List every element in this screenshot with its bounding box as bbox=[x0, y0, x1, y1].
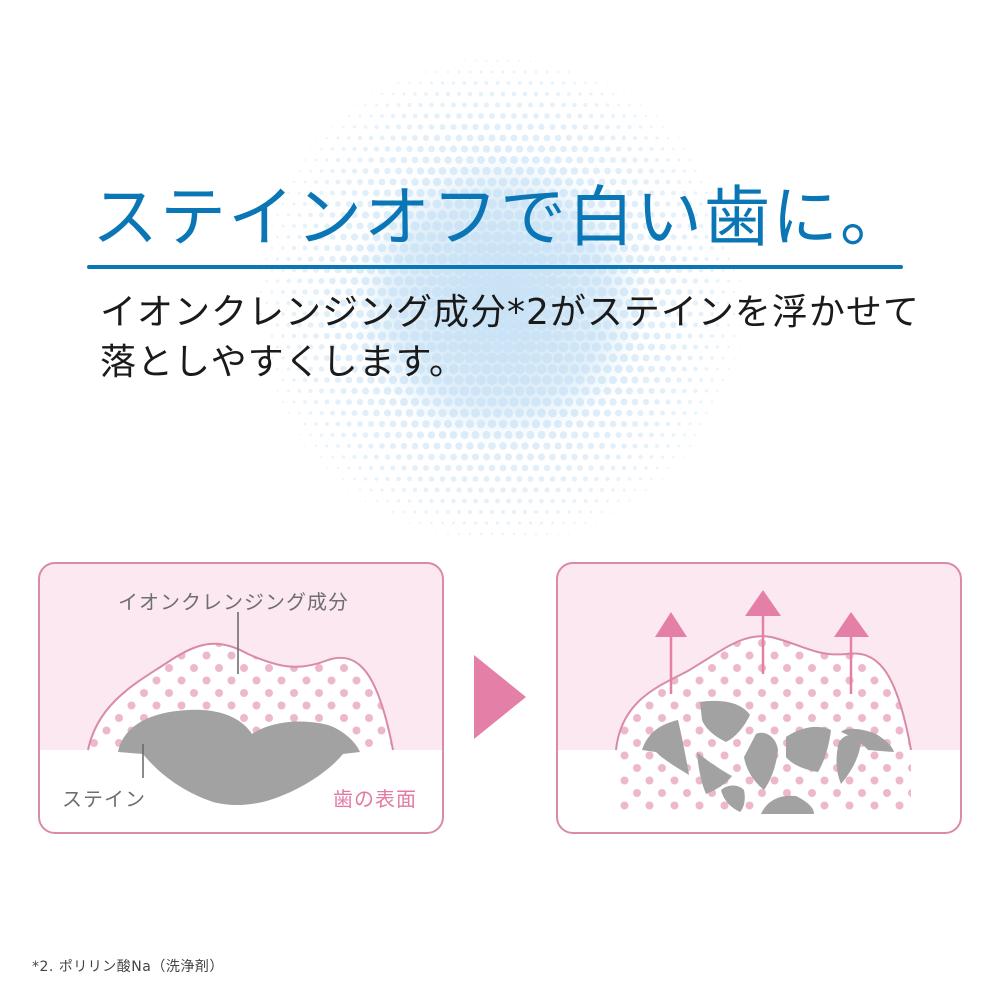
label-stain: ステイン bbox=[62, 787, 146, 811]
description-line-2: 落としやすくします。 bbox=[100, 342, 467, 383]
stain-fragments bbox=[642, 700, 894, 814]
headline-underline bbox=[87, 265, 903, 269]
halftone-background bbox=[254, 60, 746, 546]
lift-arrows bbox=[655, 590, 869, 694]
description-line-1: イオンクレンジング成分*2がステインを浮かせて bbox=[100, 292, 920, 333]
stain-shape bbox=[118, 709, 360, 805]
diagram-before-panel bbox=[38, 562, 444, 834]
diagram-after-panel bbox=[556, 562, 962, 834]
headline: ステインオフで白い歯に。 bbox=[92, 179, 908, 256]
description: イオンクレンジング成分*2がステインを浮かせて 落としやすくします。 bbox=[100, 288, 930, 388]
footnote: *2. ポリリン酸Na（洗浄剤） bbox=[32, 959, 224, 975]
label-ion-cleansing: イオンクレンジング成分 bbox=[118, 590, 349, 614]
next-arrow-icon bbox=[474, 655, 526, 739]
label-tooth-surface: 歯の表面 bbox=[333, 787, 417, 811]
